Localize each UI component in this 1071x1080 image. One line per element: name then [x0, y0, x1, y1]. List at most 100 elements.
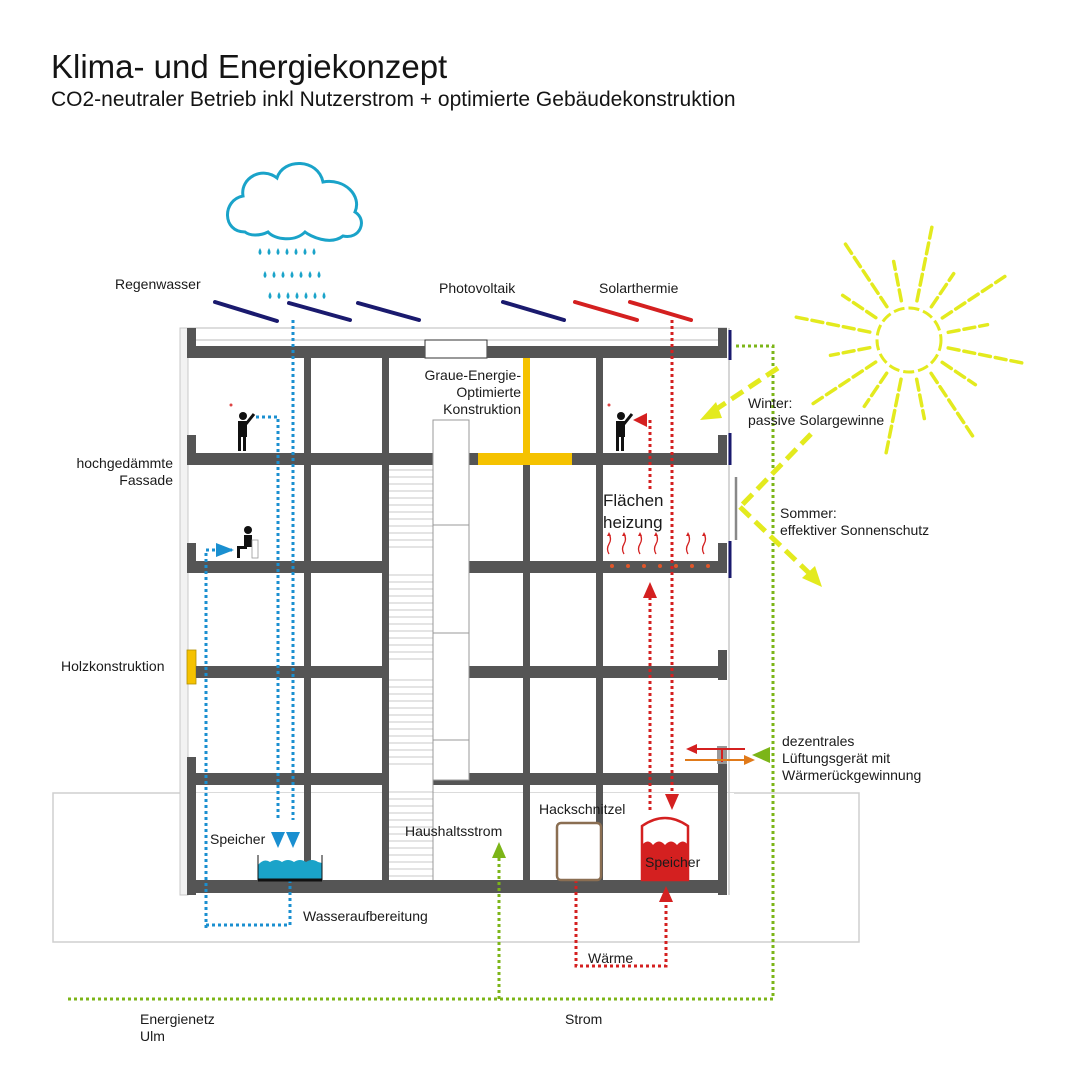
label-winter: Winter: passive Solargewinne: [748, 395, 885, 428]
label-energy-grid: Energienetz Ulm: [140, 1011, 215, 1044]
page-title: Klima- und Energiekonzept: [51, 48, 448, 85]
wood-element: [186, 649, 197, 685]
facade-left: [179, 327, 197, 896]
pv-panels: [213, 300, 566, 323]
raindrop: [295, 292, 299, 299]
wood-t-beam: [478, 358, 572, 465]
label-photovoltaics: Photovoltaik: [439, 280, 516, 296]
raindrop: [317, 271, 321, 278]
raindrop: [322, 292, 326, 299]
sun-ray: [946, 346, 1024, 365]
raindrop: [268, 292, 272, 299]
heat-storage-tank-icon: [640, 816, 690, 882]
ventilation-unit-icon: [685, 744, 770, 765]
raindrops: [258, 248, 326, 299]
heating-pipe-dot: [706, 564, 710, 568]
roof: [187, 327, 727, 359]
rainwater-tank-icon: [257, 855, 323, 882]
label-heat: Wärme: [588, 950, 634, 966]
sun-ray: [794, 315, 872, 334]
raindrop: [267, 248, 271, 255]
label-insulated-facade: hochgedämmte Fassade: [76, 455, 173, 488]
water-flow: [204, 320, 295, 928]
heat-wave: [637, 533, 643, 555]
sun-ray: [862, 371, 889, 409]
floor-slabs: [187, 346, 727, 893]
label-solar-thermal: Solarthermie: [599, 280, 679, 296]
sun-ray: [940, 274, 1007, 320]
label-heat-storage: Speicher: [645, 854, 701, 870]
sun-rays-seasonal: [710, 365, 813, 576]
raindrop: [312, 248, 316, 255]
heating-pipe-dot: [690, 564, 694, 568]
raindrop: [277, 292, 281, 299]
power-arrowhead: [492, 842, 506, 858]
sun-icon: [794, 225, 1024, 455]
label-grey-energy: Graue-Energie- Optimierte Konstruktion: [424, 367, 522, 417]
heating-pipe-dot: [642, 564, 646, 568]
facade-right: [718, 328, 738, 895]
sun-ray: [946, 322, 990, 335]
raindrop: [294, 248, 298, 255]
label-summer: Sommer: effektiver Sonnenschutz: [780, 505, 930, 538]
label-water-storage: Speicher: [210, 831, 266, 847]
raindrop: [285, 248, 289, 255]
heating-pipe-dot: [658, 564, 662, 568]
water-arrowheads: [216, 543, 300, 848]
raindrop: [290, 271, 294, 278]
columns: [304, 358, 603, 880]
sun-ray: [884, 377, 903, 455]
raindrop: [313, 292, 317, 299]
page-subtitle: CO2-neutraler Betrieb inkl Nutzerstrom +…: [51, 88, 736, 111]
heating-pipe-dot: [674, 564, 678, 568]
raindrop: [303, 248, 307, 255]
label-ventilation: dezentrales Lüftungsgerät mit Wärmerückg…: [782, 733, 922, 783]
raindrop: [276, 248, 280, 255]
label-water-treatment: Wasseraufbereitung: [303, 908, 428, 924]
label-household-power: Haushaltsstrom: [405, 823, 503, 839]
label-floor-heating: Flächen heizung: [603, 491, 664, 532]
heat-wave: [653, 533, 659, 555]
raindrop: [299, 271, 303, 278]
heat-flow: [574, 320, 674, 968]
sun-ray: [843, 242, 889, 309]
label-wood-chips: Hackschnitzel: [539, 801, 626, 817]
heat-wave: [606, 533, 612, 555]
shower-person-icon-right: [607, 403, 634, 451]
sun-ray: [828, 345, 872, 358]
label-rainwater: Regenwasser: [115, 276, 201, 292]
power-flow: [68, 344, 775, 1001]
heat-wave: [621, 533, 627, 555]
heat-arrowheads: [633, 413, 679, 902]
heat-wave: [701, 533, 707, 555]
shower-person-icon: [229, 403, 256, 451]
raindrop: [258, 248, 262, 255]
heating-pipe-dot: [610, 564, 614, 568]
sun-ray: [915, 225, 934, 303]
raindrop: [286, 292, 290, 299]
sun-ray: [811, 360, 878, 406]
sun-arrowheads: [700, 402, 822, 587]
floor-heating: [606, 532, 710, 568]
label-timber-construction: Holzkonstruktion: [61, 658, 165, 674]
sun-ray: [891, 259, 904, 303]
label-power: Strom: [565, 1011, 603, 1027]
sun-ray: [929, 371, 975, 438]
sun-ray: [929, 271, 956, 309]
raindrop: [272, 271, 276, 278]
cloud-icon: [226, 162, 363, 242]
raindrop: [281, 271, 285, 278]
toilet-person-icon: [237, 526, 259, 559]
sun-ray: [914, 377, 927, 421]
stairwell: [389, 419, 470, 880]
solar-thermal-panels: [573, 300, 693, 322]
sun-ray: [840, 293, 878, 320]
raindrop: [263, 271, 267, 278]
raindrop: [308, 271, 312, 278]
heat-wave: [685, 533, 691, 555]
heating-pipe-dot: [626, 564, 630, 568]
sun-ray: [940, 360, 978, 387]
wood-chips-bin-icon: [555, 821, 603, 882]
raindrop: [304, 292, 308, 299]
